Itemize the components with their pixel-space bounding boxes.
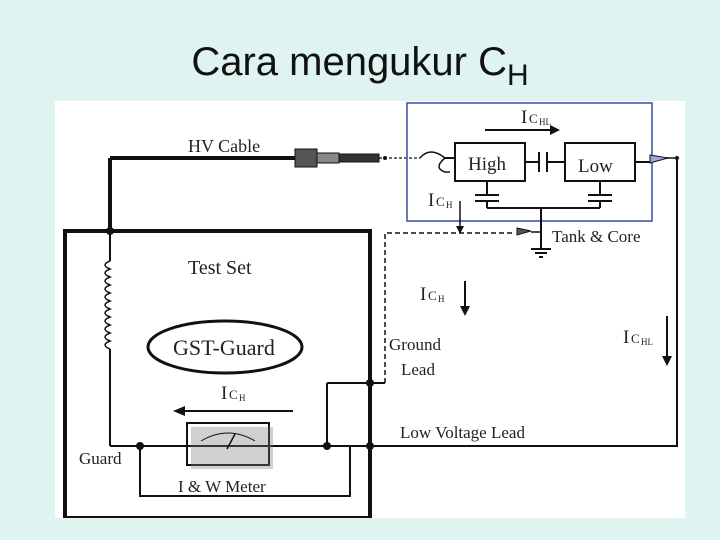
svg-text:H: H [446,200,453,210]
junction-dot [136,442,144,450]
svg-text:I: I [623,327,629,348]
svg-text:I: I [221,383,227,404]
ich-arrowhead-top [456,226,464,234]
svg-text:HL: HL [641,337,653,347]
svg-text:H: H [438,294,445,304]
ich-label-mid: I C H [420,284,445,305]
hv-cable-plug [294,148,318,168]
junction-dot [675,156,679,160]
meter-box [186,422,270,466]
ich-label-meter: I C H [221,383,246,404]
svg-text:I: I [428,190,434,211]
low-voltage-lead-wire [370,403,678,447]
junction-dot [323,442,331,450]
ground-lead-label-1: Ground [389,335,441,354]
junction-dot [106,227,114,235]
diagram-panel: HV Cable Test Set GST-Guard High Low Tan… [55,101,685,520]
junction-dot [383,156,387,160]
junction-dot [366,379,374,387]
ground-clip [516,227,532,236]
svg-text:HL: HL [539,117,551,127]
ich-arrowhead-mid [460,306,470,316]
lv-clip [649,154,669,164]
circuit-diagram: HV Cable Test Set GST-Guard High Low Tan… [63,102,679,520]
svg-text:C: C [436,194,445,209]
ground-lead-dashed [384,232,515,383]
tank-core-label: Tank & Core [552,227,641,246]
guard-loop [139,446,351,497]
meter-needle [226,433,236,450]
gst-guard-label: GST-Guard [173,335,275,360]
guard-label: Guard [79,449,122,468]
ichl-label-right: I C HL [623,327,653,348]
high-clip [419,151,450,173]
svg-text:C: C [428,288,437,303]
ich-arrowhead-meter [173,406,185,416]
ich-label-box: I C H [428,190,453,211]
ichl-label-top: I C HL [521,107,551,128]
meter-label: I & W Meter [178,477,266,496]
junction-dot [366,442,374,450]
svg-text:C: C [529,111,538,126]
ichl-arrowhead-right [662,356,672,366]
high-label: High [468,154,507,175]
gst-guard-ellipse [146,319,304,375]
svg-text:I: I [420,284,426,305]
slide-title: Cara mengukur CH [0,40,720,93]
svg-text:I: I [521,107,527,128]
low-voltage-lead-label: Low Voltage Lead [400,423,525,442]
transformer-coil [104,260,113,350]
hv-cable-tip [338,153,380,163]
meter-dial [200,432,256,442]
title-main: Cara mengukur C [191,40,507,84]
test-set-label: Test Set [188,257,252,279]
title-subscript: H [507,59,529,92]
ground-lead-label-2: Lead [401,360,435,379]
svg-text:C: C [631,331,640,346]
low-label: Low [578,156,613,177]
meter-shadow [191,427,273,469]
ichl-arrowhead [550,125,560,135]
hv-cable-body [316,152,340,164]
svg-text:H: H [239,393,246,403]
hv-cable-label: HV Cable [188,136,260,156]
svg-text:C: C [229,387,238,402]
